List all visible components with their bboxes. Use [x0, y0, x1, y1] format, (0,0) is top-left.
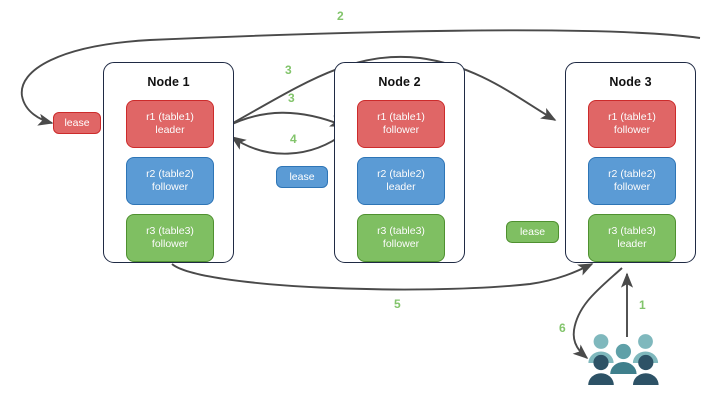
replica-name: r2 (table2) [377, 168, 425, 181]
replica-role: follower [382, 124, 420, 136]
replica-role: follower [151, 238, 189, 250]
replica-node2-r1[interactable]: r1 (table1) follower [357, 100, 445, 148]
replica-node1-r3[interactable]: r3 (table3) follower [126, 214, 214, 262]
replica-role: follower [613, 124, 651, 136]
replica-name: r1 (table1) [608, 111, 656, 124]
replica-node1-r1[interactable]: r1 (table1) leader [126, 100, 214, 148]
replica-name: r1 (table1) [377, 111, 425, 124]
users-icon [588, 334, 659, 385]
replica-name: r3 (table3) [377, 225, 425, 238]
replica-name: r1 (table1) [146, 111, 194, 124]
replica-name: r3 (table3) [146, 225, 194, 238]
step-label-3-short: 3 [288, 91, 295, 105]
node-title-3: Node 3 [609, 75, 652, 89]
lease-box-blue[interactable]: lease [276, 166, 328, 188]
replica-role: follower [151, 181, 189, 193]
replica-name: r2 (table2) [146, 168, 194, 181]
replica-node3-r3[interactable]: r3 (table3) leader [588, 214, 676, 262]
replica-node2-r2[interactable]: r2 (table2) leader [357, 157, 445, 205]
replica-name: r2 (table2) [608, 168, 656, 181]
step-label-6: 6 [559, 321, 566, 335]
replica-role: leader [386, 181, 416, 193]
node-title-1: Node 1 [147, 75, 190, 89]
edge-step-4 [230, 131, 347, 155]
step-label-4: 4 [290, 132, 297, 146]
node-box-1: Node 1 r1 (table1) leader r2 (table2) fo… [103, 62, 234, 263]
replica-role: follower [382, 238, 420, 250]
replica-role: leader [155, 124, 185, 136]
edge-step-5 [171, 263, 594, 291]
replica-node3-r1[interactable]: r1 (table1) follower [588, 100, 676, 148]
edge-step-3-long [223, 56, 557, 129]
replica-role: leader [617, 238, 647, 250]
step-label-1: 1 [639, 298, 646, 312]
replica-role: follower [613, 181, 651, 193]
edge-step-2 [20, 29, 701, 126]
replica-node2-r3[interactable]: r3 (table3) follower [357, 214, 445, 262]
edge-step-3-short [223, 111, 346, 129]
node-title-2: Node 2 [378, 75, 421, 89]
node-box-2: Node 2 r1 (table1) follower r2 (table2) … [334, 62, 465, 263]
step-label-5: 5 [394, 297, 401, 311]
step-label-3-long: 3 [285, 63, 292, 77]
replica-node3-r2[interactable]: r2 (table2) follower [588, 157, 676, 205]
step-label-2: 2 [337, 9, 344, 23]
lease-box-red[interactable]: lease [53, 112, 101, 134]
replica-node1-r2[interactable]: r2 (table2) follower [126, 157, 214, 205]
lease-box-green[interactable]: lease [506, 221, 559, 243]
replica-name: r3 (table3) [608, 225, 656, 238]
edge-step-6 [572, 267, 623, 359]
node-box-3: Node 3 r1 (table1) follower r2 (table2) … [565, 62, 696, 263]
